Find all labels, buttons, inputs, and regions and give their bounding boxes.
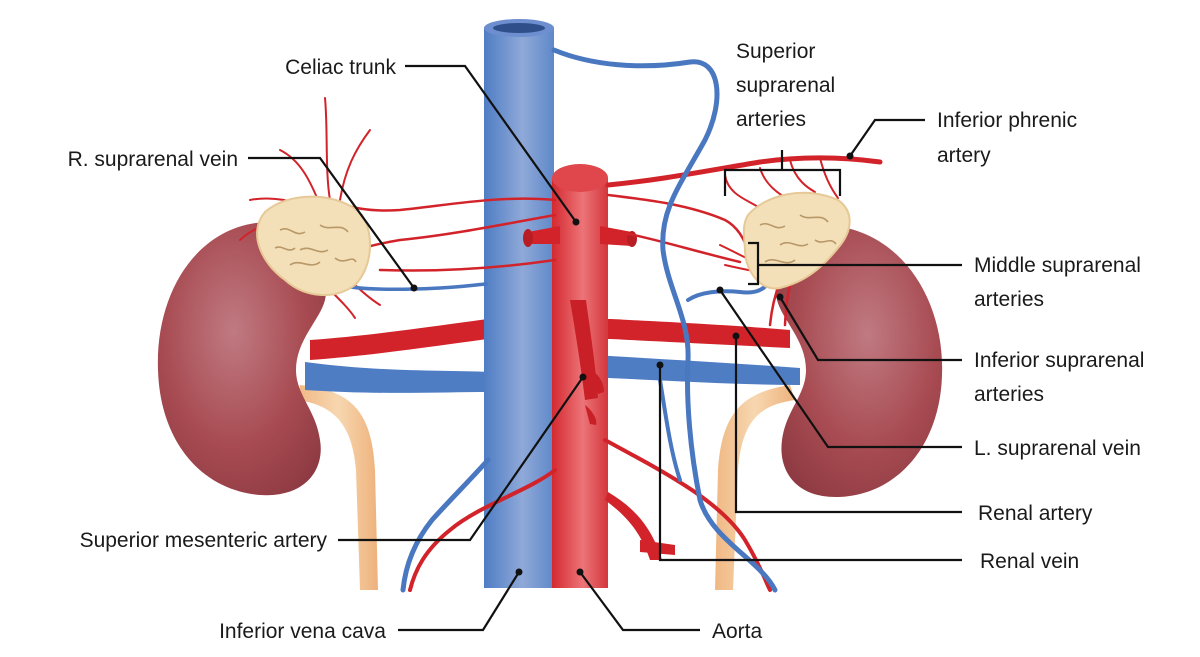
leader-aorta — [579, 571, 700, 632]
label-superior-suprarenal-line1: Superior — [736, 40, 815, 63]
label-r-suprarenal-vein: R. suprarenal vein — [68, 148, 238, 171]
label-aorta: Aorta — [712, 620, 763, 643]
right-adrenal-gland — [256, 195, 372, 296]
label-superior-suprarenal-line3: arteries — [736, 108, 806, 131]
right-renal-artery — [590, 318, 790, 348]
label-middle-suprarenal-line2: arteries — [974, 288, 1044, 311]
label-inferior-vena-cava: Inferior vena cava — [219, 620, 386, 643]
label-l-suprarenal-vein: L. suprarenal vein — [974, 437, 1141, 460]
leader-l-suprarenal-vein — [719, 289, 962, 449]
leader-superior-suprarenal — [723, 168, 842, 196]
leader-inferior-vena-cava — [398, 571, 520, 632]
leader-r-suprarenal-vein — [248, 156, 415, 289]
label-renal-artery: Renal artery — [978, 502, 1093, 525]
leader-celiac-trunk — [405, 64, 577, 223]
label-inferior-suprarenal-line1: Inferior suprarenal — [974, 349, 1144, 372]
leader-lines — [248, 64, 962, 632]
label-celiac-trunk: Celiac trunk — [285, 56, 396, 79]
label-renal-vein: Renal vein — [980, 550, 1079, 573]
label-inferior-suprarenal-line2: arteries — [974, 383, 1044, 406]
leader-middle-suprarenal — [748, 241, 760, 286]
leader-inferior-phrenic — [849, 118, 925, 157]
aorta — [523, 164, 675, 588]
label-superior-mesenteric-artery: Superior mesenteric artery — [80, 529, 328, 552]
leader-renal-vein — [658, 365, 962, 562]
leader-renal-artery — [734, 336, 962, 514]
label-inferior-phrenic-line2: artery — [937, 144, 991, 167]
label-inferior-phrenic-line1: Inferior phrenic — [937, 109, 1077, 132]
small-veins — [338, 47, 778, 593]
left-kidney — [157, 222, 327, 496]
label-middle-suprarenal-line1: Middle suprarenal — [974, 254, 1141, 277]
leader-superior-mesenteric-artery — [338, 376, 584, 542]
inferior-vena-cava — [484, 19, 554, 588]
labels: Celiac trunk R. suprarenal vein Superior… — [68, 40, 1145, 643]
leader-inferior-suprarenal — [779, 296, 962, 362]
left-ureter — [298, 385, 378, 590]
label-superior-suprarenal-line2: suprarenal — [736, 74, 835, 97]
left-renal-vein — [305, 362, 490, 393]
